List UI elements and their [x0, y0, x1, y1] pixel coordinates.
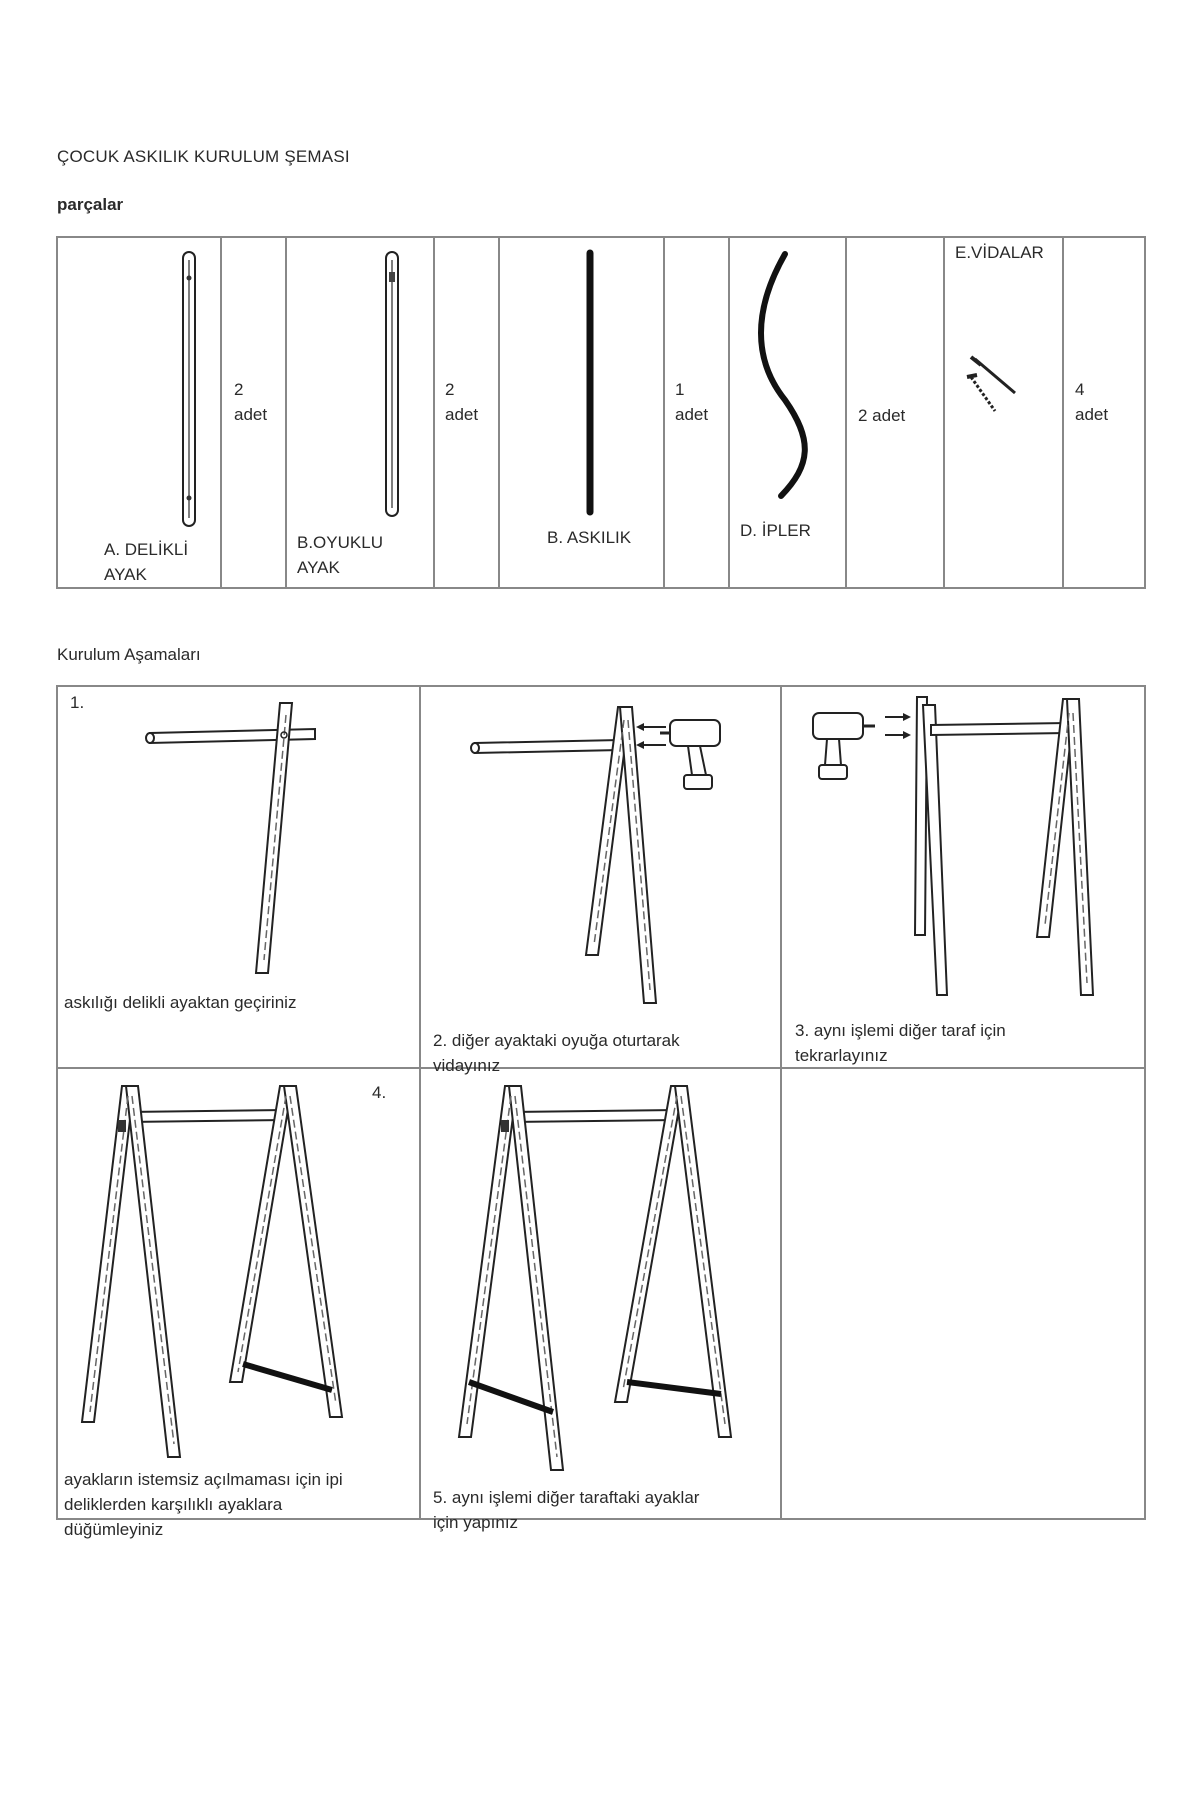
part-count: 2 adet [234, 380, 268, 424]
tie-rope-illustration [80, 1085, 344, 1458]
part-count: 1 adet [675, 380, 709, 424]
document-title: ÇOCUK ASKILIK KURULUM ŞEMASI [57, 147, 350, 166]
part-count: 4 adet [1075, 380, 1109, 424]
screws-icon [966, 355, 1016, 412]
grooved-leg-icon [385, 251, 399, 517]
part-label: E.VİDALAR [955, 243, 1044, 262]
part-label: B.OYUKLU AYAK [297, 533, 383, 577]
parts-table [56, 236, 1146, 589]
drill-screw-illustration [470, 706, 721, 1004]
step-number: 4. [372, 1083, 387, 1102]
step-number: 1. [70, 693, 85, 712]
part-label: D. İPLER [740, 521, 811, 540]
parts-heading: parçalar [57, 195, 124, 214]
rope-icon [758, 251, 808, 499]
perforated-leg-icon [182, 251, 196, 527]
finished-rack-illustration [457, 1085, 733, 1471]
part-count: 2 adet [445, 380, 479, 424]
drill-other-side-illustration [812, 696, 1095, 996]
step-text: ayakların istemsiz açılmaması için ipi d… [64, 1470, 343, 1539]
part-label: A. DELİKLİ AYAK [104, 540, 189, 584]
hanger-rod-icon [586, 249, 594, 516]
step-text: askılığı delikli ayaktan geçiriniz [64, 993, 297, 1012]
step-text: 5. aynı işlemi diğer taraftaki ayaklar i… [433, 1488, 700, 1532]
steps-heading: Kurulum Aşamaları [57, 645, 201, 664]
step-text: 3. aynı işlemi diğer taraf için tekrarla… [795, 1021, 1006, 1065]
step-text: 2. diğer ayaktaki oyuğa oturtarak vidayı… [433, 1031, 680, 1075]
part-label: B. ASKILIK [547, 528, 632, 547]
empty-step-cell [782, 1069, 1144, 1518]
steps-grid [56, 685, 1146, 1520]
part-count: 2 adet [858, 406, 906, 425]
rod-into-leg-illustration [145, 702, 316, 974]
